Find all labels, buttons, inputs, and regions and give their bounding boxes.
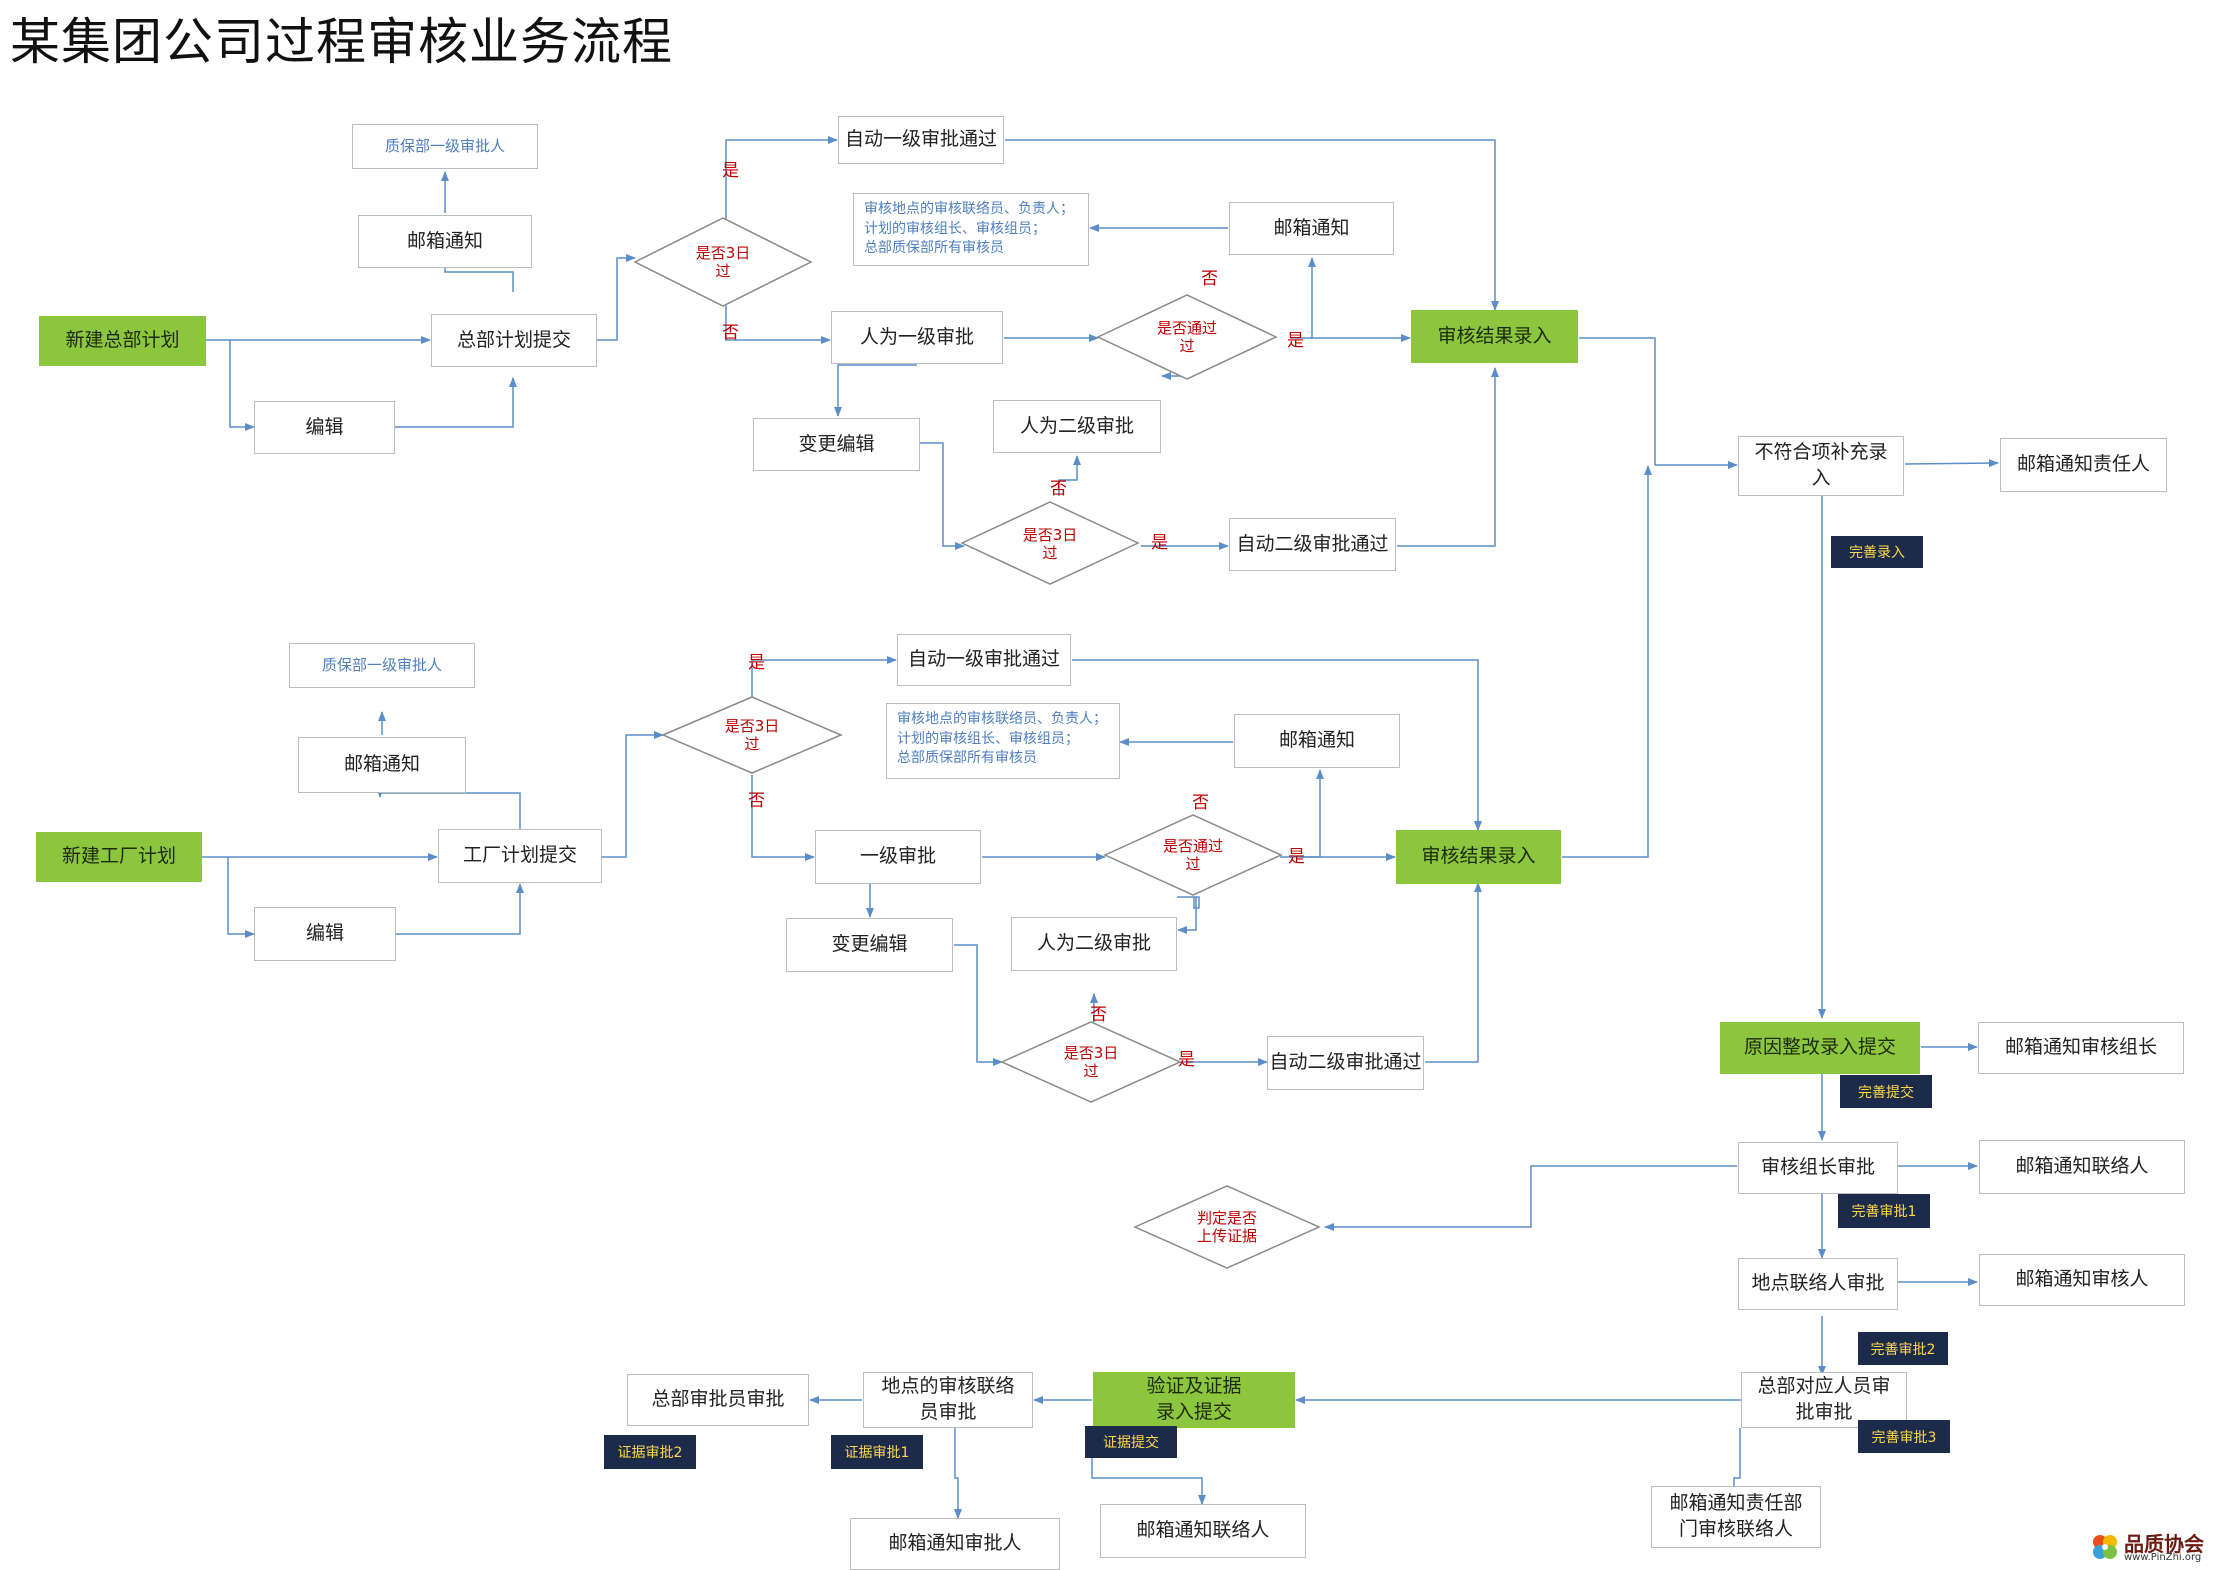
- hq-edit: 编辑: [254, 401, 395, 454]
- mail-liaison: 邮箱通知联络人: [1979, 1140, 2185, 1194]
- tag-evidence-approve1: 证据审批1: [831, 1435, 923, 1469]
- hq-result-entry: 审核结果录入: [1411, 310, 1578, 363]
- mail-responsible: 邮箱通知责任人: [2000, 438, 2167, 492]
- hq-manual-level1: 人为一级审批: [831, 311, 1003, 364]
- factory-manual-level2: 人为二级审批: [1011, 917, 1177, 971]
- tag-approve3: 完善审批3: [1858, 1420, 1950, 1453]
- factory-submit-plan: 工厂计划提交: [438, 829, 602, 883]
- hq-decision-3day-label: 是否3日 过: [695, 244, 751, 280]
- factory-change-edit: 变更编辑: [786, 918, 953, 972]
- hq-no-3day: 否: [722, 323, 739, 343]
- factory-no-3day-b: 否: [1090, 1005, 1107, 1025]
- factory-no-3day: 否: [748, 791, 765, 811]
- hq-decision-3day-b-label: 是否3日 过: [1022, 526, 1078, 562]
- nonconform-entry: 不符合项补充录 入: [1738, 436, 1904, 496]
- factory-yes-3day-b: 是: [1178, 1050, 1195, 1070]
- factory-auto-level2-pass: 自动二级审批通过: [1267, 1036, 1424, 1090]
- decision-3day-b-factory: [1000, 1021, 1182, 1103]
- tag-complete-submit: 完善提交: [1840, 1075, 1932, 1108]
- verify-submit: 验证及证据 录入提交: [1093, 1372, 1295, 1428]
- mail-approver: 邮箱通知审批人: [850, 1518, 1060, 1570]
- mail-team-lead: 邮箱通知审核组长: [1978, 1022, 2184, 1074]
- factory-decision-pass-label: 是否通过 过: [1162, 837, 1223, 873]
- tag-approve1: 完善审批1: [1838, 1194, 1930, 1228]
- decision-3day-b-hq: [960, 501, 1140, 585]
- hq-approver: 总部审批员审批: [627, 1374, 809, 1426]
- factory-auto-level1-pass: 自动一级审批通过: [897, 634, 1071, 686]
- mail-auditor: 邮箱通知审核人: [1979, 1254, 2185, 1306]
- pinwheel-icon: [2093, 1535, 2117, 1559]
- factory-yes-pass: 是: [1288, 847, 1305, 867]
- tag-evidence-approve2: 证据审批2: [604, 1435, 696, 1469]
- factory-result-entry: 审核结果录入: [1396, 830, 1561, 884]
- cause-submit: 原因整改录入提交: [1720, 1022, 1920, 1074]
- hq-manual-level2: 人为二级审批: [993, 400, 1161, 453]
- hq-no-pass: 否: [1201, 269, 1218, 289]
- hq-yes-3day: 是: [722, 161, 739, 181]
- factory-level1: 一级审批: [815, 830, 981, 884]
- team-lead-approve: 审核组长审批: [1738, 1142, 1898, 1194]
- logo-url: www.PinZhi.org: [2124, 1552, 2202, 1563]
- hq-auto-level2-pass: 自动二级审批通过: [1229, 518, 1396, 571]
- hq-mail-notify-b: 邮箱通知: [1229, 202, 1394, 255]
- factory-mail-notify-a: 邮箱通知: [298, 737, 466, 793]
- pinzhi-logo: 品质协会 www.PinZhi.org: [2090, 1528, 2210, 1564]
- decision-evidence: [1133, 1185, 1321, 1269]
- hq-auto-level1-pass: 自动一级审批通过: [838, 116, 1004, 164]
- factory-qa-approver: 质保部一级审批人: [289, 643, 475, 688]
- factory-no-pass: 否: [1192, 793, 1209, 813]
- hq-yes-pass: 是: [1287, 331, 1304, 351]
- decision-pass-hq: [1096, 294, 1278, 380]
- hq-person-approve: 总部对应人员审 批审批: [1741, 1372, 1907, 1428]
- factory-yes-3day: 是: [748, 653, 765, 673]
- factory-decision-3day-b-label: 是否3日 过: [1063, 1044, 1119, 1080]
- decision-3day-factory: [661, 696, 843, 774]
- factory-decision-3day-label: 是否3日 过: [724, 717, 780, 753]
- mail-dept-liaison: 邮箱通知责任部 门审核联络人: [1651, 1486, 1821, 1548]
- factory-edit: 编辑: [254, 907, 396, 961]
- site-audit-liaison: 地点的审核联络 员审批: [863, 1372, 1033, 1428]
- hq-no-3day-b: 否: [1050, 479, 1067, 499]
- decision-pass-factory: [1103, 814, 1283, 896]
- hq-new-plan: 新建总部计划: [39, 316, 206, 366]
- factory-mail-notify-b: 邮箱通知: [1234, 714, 1400, 768]
- hq-yes-3day-b: 是: [1151, 533, 1168, 553]
- hq-submit-plan: 总部计划提交: [431, 314, 597, 367]
- factory-new-plan: 新建工厂计划: [36, 832, 202, 882]
- tag-complete-entry: 完善录入: [1831, 536, 1923, 568]
- hq-mail-notify-a: 邮箱通知: [358, 215, 532, 268]
- decision-evidence-label: 判定是否 上传证据: [1196, 1209, 1257, 1245]
- hq-recipients-note: 审核地点的审核联络员、负责人； 计划的审核组长、审核组员； 总部质保部所有审核员: [853, 193, 1089, 266]
- factory-recipients-note: 审核地点的审核联络员、负责人； 计划的审核组长、审核组员； 总部质保部所有审核员: [886, 703, 1120, 779]
- site-liaison-approve: 地点联络人审批: [1738, 1258, 1898, 1310]
- logo-name: 品质协会: [2124, 1532, 2204, 1556]
- hq-decision-pass-label: 是否通过 过: [1156, 319, 1217, 355]
- decision-3day-hq: [633, 217, 813, 307]
- mail-liaison2: 邮箱通知联络人: [1100, 1504, 1306, 1558]
- tag-evidence-submit: 证据提交: [1085, 1426, 1177, 1458]
- hq-qa-approver: 质保部一级审批人: [352, 124, 538, 169]
- page-title: 某集团公司过程审核业务流程: [10, 13, 673, 71]
- hq-change-edit: 变更编辑: [753, 418, 920, 471]
- tag-approve2: 完善审批2: [1858, 1332, 1948, 1365]
